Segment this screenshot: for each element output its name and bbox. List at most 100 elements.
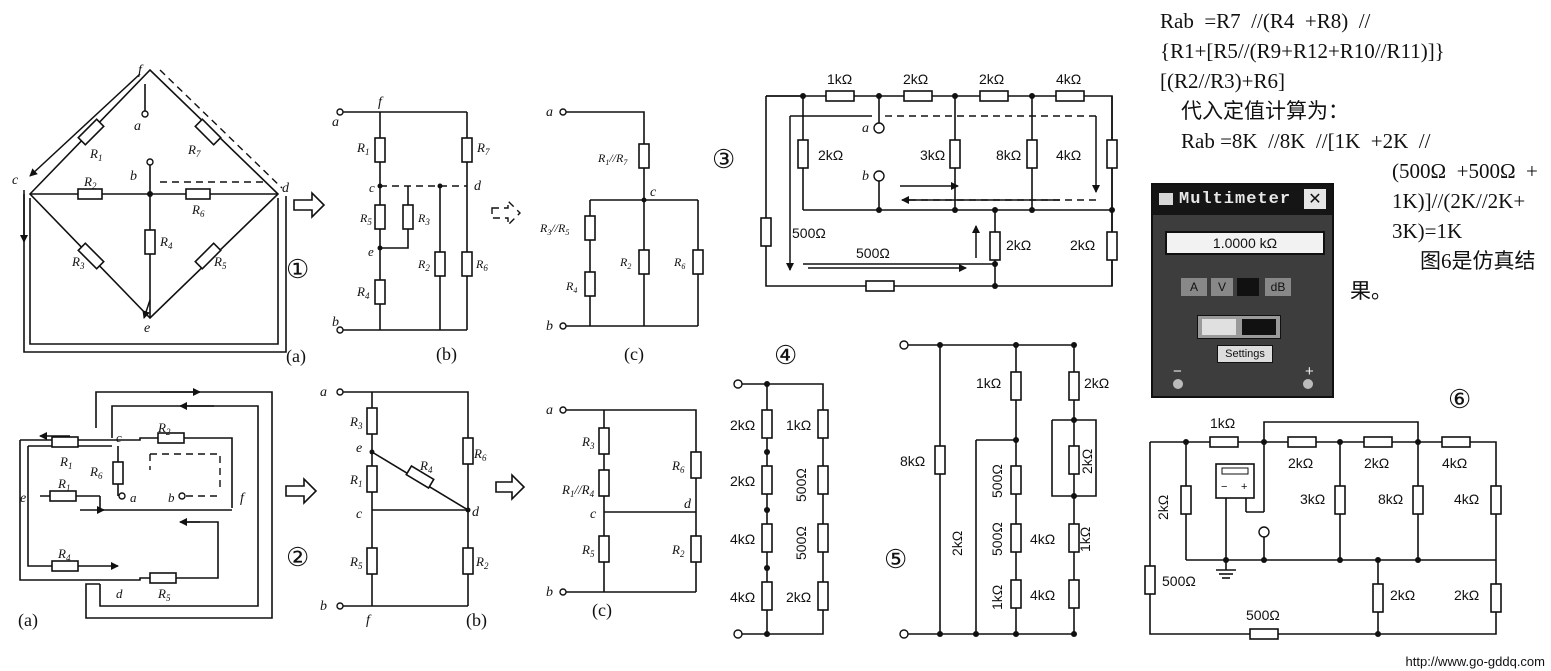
fig1b-r3: R3: [417, 211, 430, 227]
fig1a-r2-label: R2: [83, 174, 97, 191]
fig5-label-g: 2kΩ: [1084, 375, 1109, 391]
fig2a-node-f: f: [240, 491, 246, 506]
fig3-label-top4: 4kΩ: [1056, 71, 1081, 87]
ac-sine-icon[interactable]: [1202, 319, 1236, 335]
fig5-label-f: 1kΩ: [989, 585, 1005, 610]
fig5-label-h: 2kΩ: [1079, 449, 1095, 474]
fig3-circuit: ③: [712, 71, 1118, 292]
fig2b-node-c: c: [356, 507, 363, 522]
fig1a-node-c: c: [12, 173, 19, 188]
fig3-label-right: 2kΩ: [1070, 237, 1095, 253]
fig2b-node-b: b: [320, 599, 327, 614]
fig1a-r6-label: R6: [191, 202, 205, 219]
fig1a-node-f: f: [138, 63, 144, 78]
fig2c-node-b: b: [546, 585, 553, 600]
fig2b-node-d: d: [472, 505, 480, 520]
fig1a-r3-label: R3: [71, 254, 85, 271]
multimeter-window: Multimeter ✕ 1.0000 kΩ A V Ω dB Settings…: [1151, 183, 1334, 398]
calc-line-4: 3K)=1K: [1350, 219, 1463, 243]
fig5-label-e: 500Ω: [989, 522, 1005, 556]
fig2a-node-e: e: [20, 491, 26, 506]
settings-button[interactable]: Settings: [1217, 345, 1273, 363]
fig2c-node-d: d: [684, 497, 692, 512]
fig2a-node-b: b: [168, 490, 175, 505]
fig2a-node-c: c: [116, 430, 122, 445]
fig5-label-b: 2kΩ: [949, 531, 965, 556]
multimeter-reading: 1.0000 kΩ: [1165, 231, 1325, 255]
fig2b-r6: R6: [473, 446, 487, 463]
terminal-plus-label: +: [1305, 363, 1314, 380]
fig1c-r2: R2: [619, 255, 631, 271]
fig5-label-i: 4kΩ: [1030, 531, 1055, 547]
fig6-label-top3: 2kΩ: [1364, 455, 1389, 471]
fig2c-r14: R1//R4: [561, 482, 595, 499]
fig2b-node-f: f: [366, 613, 372, 628]
fig1a-node-a: a: [134, 119, 141, 134]
fig5-label-c: 1kΩ: [976, 375, 1001, 391]
fig4-label-l4: 4kΩ: [730, 589, 755, 605]
fig2c-caption: (c): [592, 600, 612, 621]
fig4-label-r3: 500Ω: [793, 526, 809, 560]
fig6-label-left: 500Ω: [1162, 573, 1196, 589]
fig5-circuit: ⑤ 8kΩ 2kΩ 1kΩ 500Ω 500Ω 1kΩ 2kΩ 2kΩ: [884, 340, 1109, 639]
fig2a-r5: R5: [157, 586, 171, 603]
multimeter-titlebar[interactable]: Multimeter ✕: [1153, 185, 1332, 215]
fig5-label-j: 4kΩ: [1030, 587, 1055, 603]
watermark-url: http://www.go-gddq.com: [1405, 654, 1545, 669]
fig6-meter-minus: −: [1221, 481, 1227, 493]
fig6-meter-plus: +: [1241, 481, 1247, 493]
formula-line-1: Rab =R7 //(R4 +R8) //: [1160, 9, 1371, 33]
mode-ampere-button[interactable]: A: [1181, 278, 1207, 296]
fig4-label-r2: 500Ω: [793, 468, 809, 502]
window-icon: [1159, 193, 1173, 205]
fig2b-r2: R2: [475, 554, 489, 571]
calculation-text: Rab =R7 //(R4 +R8) // {R1+[R5//(R9+R12+R…: [1160, 6, 1550, 306]
fig2c-r3: R3: [581, 434, 595, 451]
terminal-plus[interactable]: [1303, 379, 1313, 389]
fig6-label-v1: 2kΩ: [1155, 495, 1171, 520]
fig3-label-top1: 1kΩ: [827, 71, 852, 87]
fig3-node-b: b: [862, 169, 869, 184]
fig2a-r6: R6: [89, 464, 103, 481]
fig5-label-d: 500Ω: [989, 464, 1005, 498]
fig4-circle-label: ④: [774, 341, 797, 370]
fig3-label-v4: 4kΩ: [1056, 147, 1081, 163]
ac-dc-selector: [1197, 315, 1281, 339]
formula-line-2: {R1+[R5//(R9+R12+R10//R11)]}: [1160, 39, 1445, 63]
fig6-circuit: ⑥ − +: [1144, 385, 1502, 640]
calc-line-2: (500Ω +500Ω +: [1350, 159, 1538, 183]
terminal-minus[interactable]: [1173, 379, 1183, 389]
fig3-label-v2: 3kΩ: [920, 147, 945, 163]
fig4-circuit: ④ 2kΩ 2kΩ 4kΩ 4kΩ 1kΩ 500Ω 500Ω 2kΩ: [730, 341, 829, 639]
fig2b-node-e: e: [356, 441, 362, 456]
fig6-label-v4: 4kΩ: [1454, 491, 1479, 507]
fig2b-caption: (b): [466, 610, 487, 631]
fig2c-r5: R5: [581, 542, 595, 559]
mode-db-button[interactable]: dB: [1265, 278, 1291, 296]
fig1-panel-a: f a b c d e R1 R7 R2 R6 R4 R3 R5 (a): [12, 63, 306, 367]
fig2-circle-label: ②: [286, 543, 309, 572]
fig2c-node-c: c: [590, 507, 597, 522]
fig1a-r5-label: R5: [213, 254, 227, 271]
fig1b-r5: R5: [359, 211, 372, 227]
fig1b-r2: R2: [417, 257, 430, 273]
fig1a-node-b: b: [130, 169, 137, 184]
fig6-label-top1: 1kΩ: [1210, 415, 1235, 431]
multimeter-title: Multimeter: [1179, 190, 1292, 209]
fig3-label-top3: 2kΩ: [979, 71, 1004, 87]
fig2-panel-b: a e c d b f R3 R6 R4 R1 R5 R2 (b): [320, 385, 489, 631]
fig1a-r7-label: R7: [187, 142, 201, 159]
dc-icon[interactable]: [1242, 319, 1276, 335]
fig1a-node-d: d: [282, 181, 290, 196]
close-icon[interactable]: ✕: [1304, 189, 1326, 209]
fig2a-r2: R2: [157, 420, 171, 437]
fig1c-r6: R6: [673, 255, 685, 271]
mode-volt-button[interactable]: V: [1211, 278, 1233, 296]
fig2a-r4: R4: [57, 546, 71, 563]
calc-line-1: Rab =8K //8K //[1K +2K //: [1160, 129, 1431, 153]
terminal-minus-label: −: [1173, 363, 1182, 380]
fig3-label-low: 2kΩ: [1006, 237, 1031, 253]
mode-ohm-button[interactable]: Ω: [1237, 278, 1259, 296]
fig3-label-v3: 8kΩ: [996, 147, 1021, 163]
fig4-label-l2: 2kΩ: [730, 473, 755, 489]
